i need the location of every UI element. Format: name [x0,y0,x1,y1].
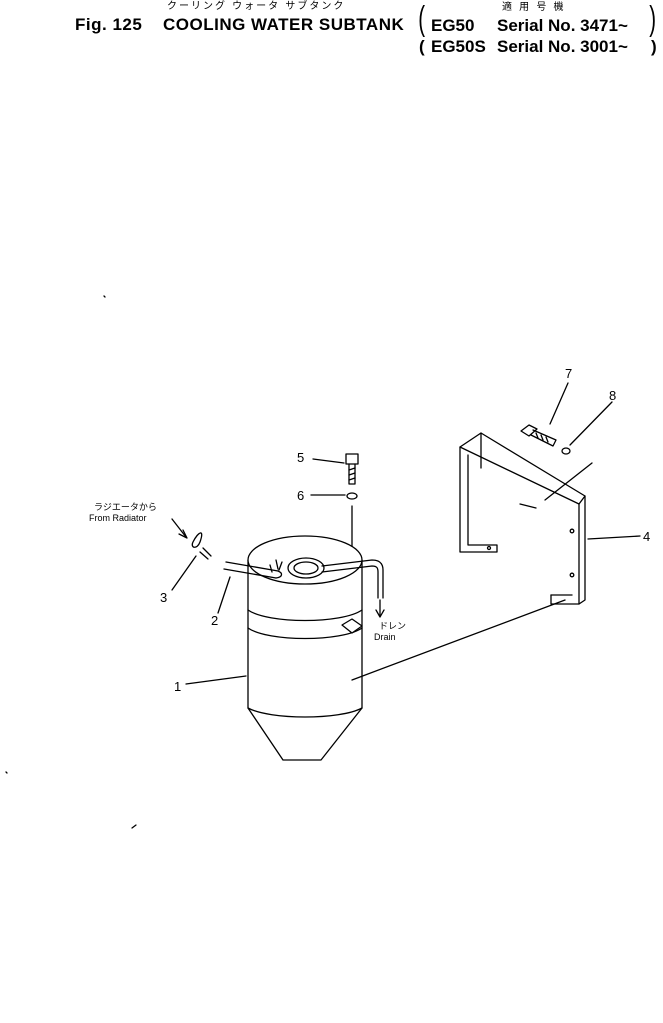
serial-model-eg50: EG50 [431,16,475,35]
washer-part-6 [346,492,358,500]
part-number-8: 8 [609,388,617,403]
tank-part-1 [247,535,384,761]
from-radiator-label: From Radiator [89,513,147,523]
bolt-part-5 [345,453,359,485]
drain-label: Drain [374,632,396,642]
from-radiator-label-japanese: ラジエータから [94,502,157,512]
serial-number-eg50: Serial No. 3471~ [497,16,628,35]
clip-part-3 [191,532,212,560]
part-number-7: 7 [565,366,573,381]
part-number-1: 1 [174,679,182,694]
part-number-6: 6 [297,488,305,503]
serial-paren-close-1: ) [649,0,657,38]
applicable-models-japanese: 適 用 号 機 [502,2,566,13]
serial-number-eg50s: Serial No. 3001~ [497,37,628,56]
serial-model-eg50s: EG50S [431,37,486,56]
hose-part-2 [223,559,283,579]
bolt-part-7 [520,424,557,447]
part-number-2: 2 [211,613,219,628]
part-number-4: 4 [643,529,651,544]
part-number-3: 3 [160,590,168,605]
serial-paren-open-1: ( [418,0,426,38]
figure-label: Fig. 125 [75,15,143,34]
serial-paren-open-2: ( [419,37,425,56]
bracket-part-4 [459,432,593,605]
part-number-5: 5 [297,450,305,465]
title-japanese: クーリング ウォータ サブタンク [167,1,346,12]
page-title: COOLING WATER SUBTANK [163,15,405,34]
washer-part-8 [561,447,571,455]
drain-label-japanese: ドレン [379,621,407,631]
serial-paren-close-2: ) [651,37,657,56]
